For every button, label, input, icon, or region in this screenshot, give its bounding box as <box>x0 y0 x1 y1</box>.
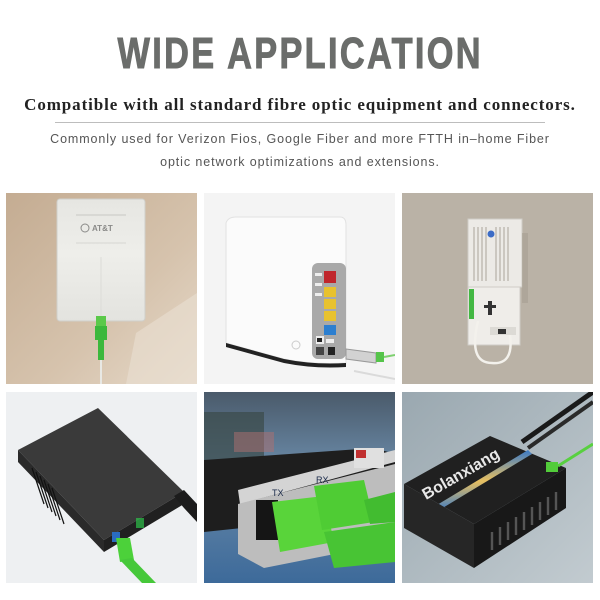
description-line-2: optic network optimizations and extensio… <box>160 155 440 169</box>
sfp-module-illustration: TX RX <box>204 392 395 583</box>
gallery-image-bolanxiang-converter: Bolanxiang <box>402 392 593 583</box>
description: Commonly used for Verizon Fios, Google F… <box>0 128 600 174</box>
bolanxiang-converter-illustration: Bolanxiang <box>402 392 593 583</box>
att-wall-box-illustration: AT&T <box>6 193 197 384</box>
gallery-image-att-wall-box: AT&T <box>6 193 197 384</box>
subtitle: Compatible with all standard fibre optic… <box>24 95 576 114</box>
media-converter-illustration <box>6 392 197 583</box>
gallery-image-media-converter-black <box>6 392 197 583</box>
router-illustration <box>204 193 395 384</box>
att-logo-text: AT&T <box>92 224 113 233</box>
page-title: WIDE APPLICATION <box>117 29 483 79</box>
gallery-image-ont-wall-unit-open <box>402 193 593 384</box>
gallery-image-sfp-tx-rx-module: TX RX <box>204 392 395 583</box>
gallery-image-att-gateway-router <box>204 193 395 384</box>
description-line-1: Commonly used for Verizon Fios, Google F… <box>50 132 550 146</box>
tx-label: TX <box>272 488 284 498</box>
ont-illustration <box>402 193 593 384</box>
divider <box>55 122 545 123</box>
title-container: WIDE APPLICATION <box>0 29 600 79</box>
rx-label: RX <box>316 475 329 485</box>
